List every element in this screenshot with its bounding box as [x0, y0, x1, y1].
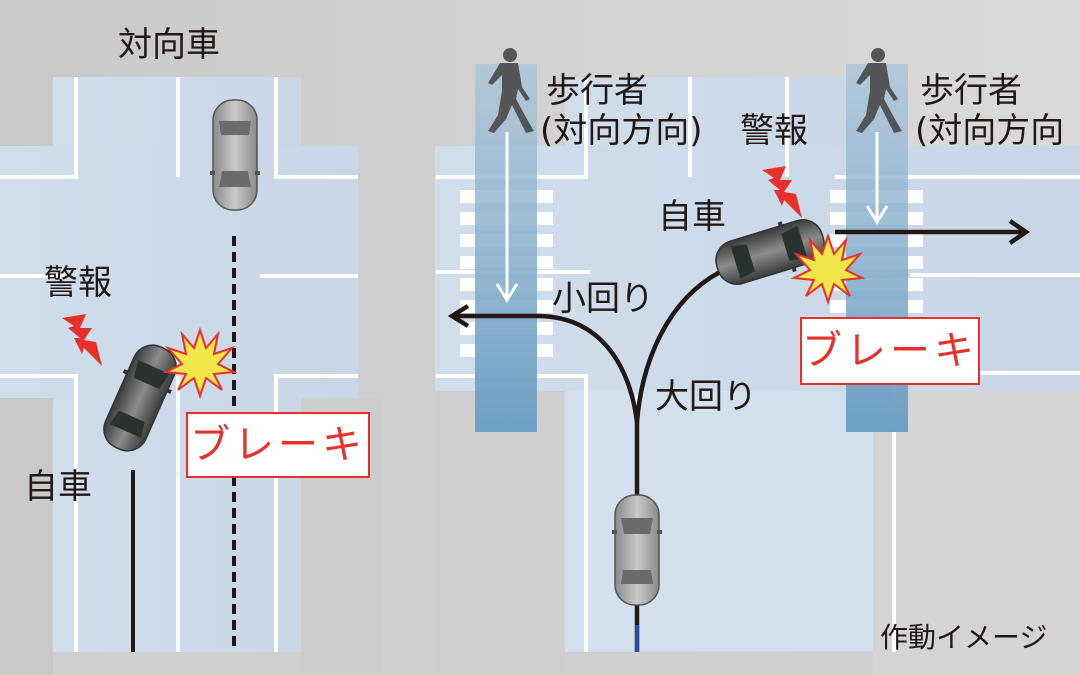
straight-arrowhead: [1008, 219, 1030, 245]
operation-image-caption: 作動イメージ: [880, 621, 1048, 654]
right-warning-label: 警報: [740, 111, 808, 151]
left-brake-label: ブレーキ: [186, 412, 370, 478]
small-turn-arrowhead: [447, 304, 470, 328]
left-intersection: [0, 77, 381, 675]
pedestrian-left-label-line1: 歩行者: [546, 71, 648, 111]
wide-turn-label: 大回り: [655, 377, 757, 417]
left-warning-label: 警報: [44, 263, 112, 303]
pedestrian-right-label-line1: 歩行者: [920, 71, 1022, 111]
wide-turn-path: [634, 270, 722, 423]
oncoming-vehicle-label: 対向車: [118, 25, 220, 65]
pedestrian-left-label-line2: (対向方向): [540, 111, 703, 151]
pedestrian-arrows: [495, 132, 889, 303]
oncoming-car-icon: [209, 99, 261, 211]
left-own-vehicle-label: 自車: [24, 467, 92, 507]
right-brake-label: ブレーキ: [800, 317, 980, 385]
turn-paths: [447, 219, 1030, 652]
pedestrian-right-label-line2: (対向方向: [915, 111, 1065, 151]
right-own-vehicle-label: 自車: [658, 197, 726, 237]
own-car-start-icon: [611, 494, 663, 606]
small-turn-label: 小回り: [552, 279, 654, 319]
left-lane-markings: [0, 77, 358, 652]
